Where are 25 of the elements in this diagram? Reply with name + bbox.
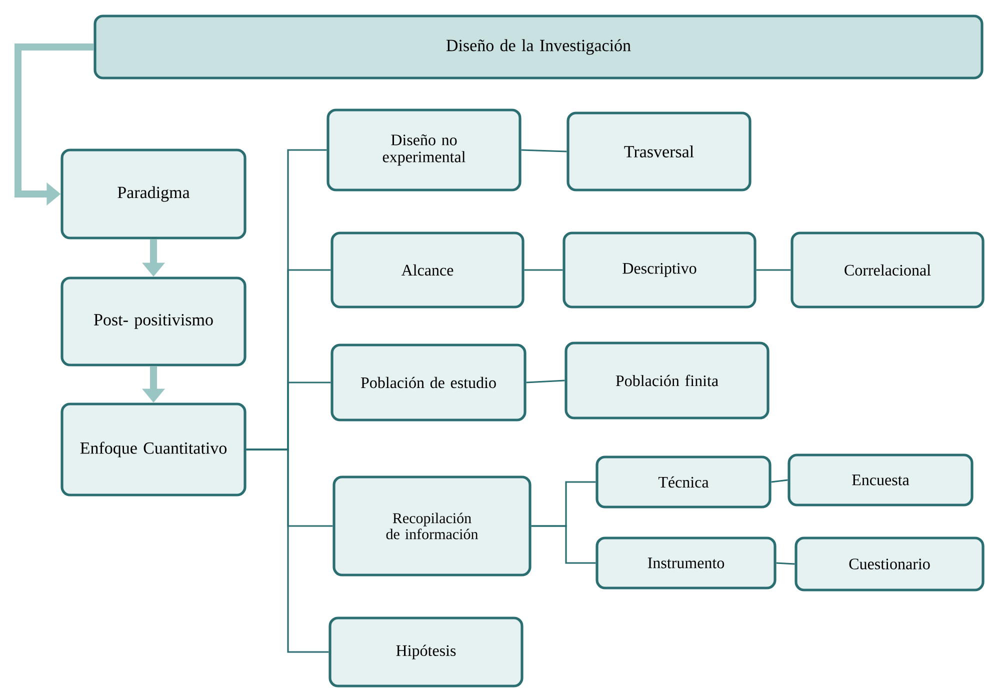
concept-box: Correlacional xyxy=(790,232,984,308)
concept-box: Trasversal xyxy=(566,112,752,192)
concept-box: Descriptivo xyxy=(562,232,756,308)
concept-box: Enfoque Cuantitativo xyxy=(60,402,246,496)
connector-line xyxy=(524,269,563,271)
connector-line xyxy=(526,380,565,384)
concept-box: Población finita xyxy=(564,342,770,420)
concept-box: Diseño no experimental xyxy=(326,108,522,192)
connector-line xyxy=(776,562,795,565)
concept-box: Cuestionario xyxy=(794,536,984,592)
concept-box: Hipótesis xyxy=(328,616,524,688)
concept-box: Paradigma xyxy=(60,148,246,240)
concept-box: Instrumento xyxy=(596,536,776,590)
concept-box: Alcance xyxy=(330,232,524,308)
concept-box: Recopilación de información xyxy=(332,476,532,576)
connector-line xyxy=(246,448,329,653)
connector-line xyxy=(756,269,791,271)
concept-box: Población de estudio xyxy=(330,344,526,422)
connector-line xyxy=(521,149,567,152)
concept-box: Post- positivismo xyxy=(60,276,246,366)
concept-box: Técnica xyxy=(596,456,772,508)
connector-line xyxy=(531,525,596,564)
connector-line xyxy=(771,479,788,483)
title-box: Diseño de la Investigación xyxy=(94,14,984,80)
concept-box: Encuesta xyxy=(788,454,974,506)
